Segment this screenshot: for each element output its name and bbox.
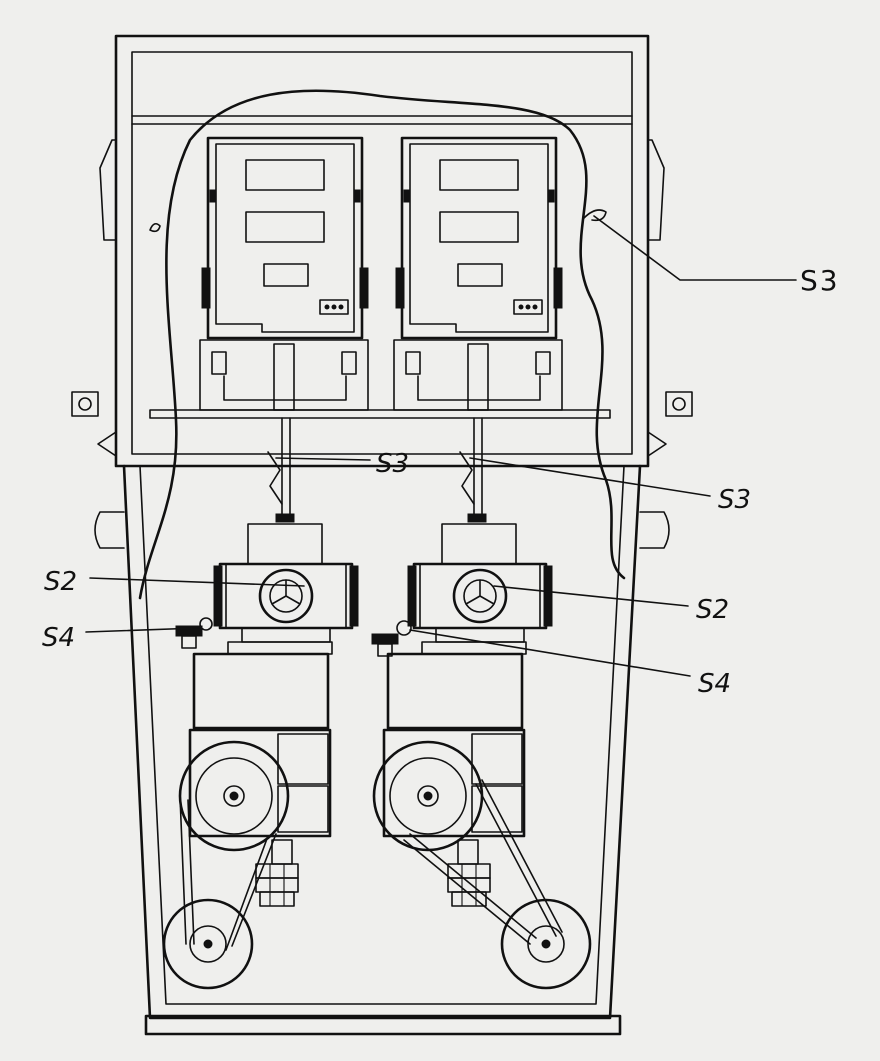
valve-left xyxy=(175,617,213,649)
pump-assembly-left xyxy=(162,523,359,990)
label-s2-right: S2 xyxy=(696,595,729,625)
meter-head-left xyxy=(199,136,369,411)
label-s4-right: S4 xyxy=(698,669,731,699)
shelf xyxy=(149,409,611,419)
leader-lines xyxy=(85,215,797,677)
valve-right xyxy=(371,620,412,657)
label-s3-mid-left: S3 xyxy=(376,449,409,479)
label-s3-mid-right: S3 xyxy=(718,485,751,515)
label-s3-top-right: S3 xyxy=(800,264,840,297)
pump-assembly-right xyxy=(372,523,592,990)
drive-shafts xyxy=(267,417,487,523)
housing-frame xyxy=(71,34,693,1036)
label-s2-left: S2 xyxy=(44,567,77,597)
meter-head-right xyxy=(393,136,563,411)
cutaway-line xyxy=(138,89,626,600)
label-s4-left: S4 xyxy=(42,623,75,653)
